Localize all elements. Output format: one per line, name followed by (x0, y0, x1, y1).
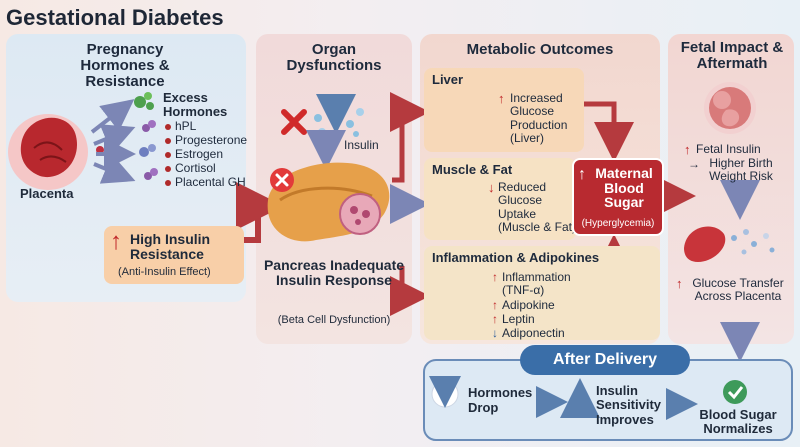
hormones-drop-text: Hormones Drop (468, 385, 533, 415)
insulin-molecules-icon (314, 108, 364, 137)
up-arrow-icon: ↑ (492, 270, 498, 284)
muscle-box (424, 158, 576, 240)
heading-metabolic: Metabolic Outcomes (466, 41, 614, 58)
resistance-title: High Insulin Resistance (130, 231, 211, 262)
check-icon (723, 380, 747, 404)
muscle-text: Reduced Glucose Uptake (Muscle & Fat) (498, 180, 577, 235)
hormone-progesterone: Progesterone (175, 133, 248, 147)
page-title: Gestational Diabetes (6, 5, 224, 30)
after-delivery-heading: After Delivery (552, 351, 658, 368)
pancreas-cross-icon (275, 173, 289, 187)
up-arrow-icon: ↑ (492, 298, 498, 312)
hormone-estrogen: Estrogen (175, 147, 224, 161)
normalizes-text: Blood Sugar Normalizes (699, 407, 777, 437)
maternal-sub: (Hyperglycemia) (581, 218, 655, 229)
resistance-sub: (Anti-Insulin Effect) (118, 266, 211, 278)
up-arrow-icon: ↑ (676, 276, 683, 291)
up-arrow-icon: ↑ (492, 312, 498, 326)
cross-icon (281, 109, 307, 135)
leptin-item: Leptin (502, 312, 535, 326)
hormone-placental-gh: Placental GH (175, 175, 246, 189)
maternal-box (572, 158, 664, 236)
transfer-text: Glucose Transfer Across Placenta (692, 276, 784, 304)
placenta-icon (8, 114, 88, 190)
placenta-transfer-icon (684, 226, 775, 262)
adiponectin-item: Adiponectin (502, 326, 565, 340)
birth-weight-text: Higher Birth Weight Risk (709, 156, 773, 184)
hormone-hpl: hPL (175, 119, 197, 133)
after-delivery-badge (520, 345, 690, 375)
bullet-icon (165, 138, 171, 144)
bullet-icon (165, 124, 171, 130)
insulin-sensitivity-text: Insulin Sensitivity Improves (596, 383, 662, 427)
inflammation-title: Inflammation & Adipokines (432, 250, 600, 265)
up-arrow-icon: ↑ (684, 142, 691, 157)
bullet-icon (165, 152, 171, 158)
heading-hormones: Pregnancy Hormones & Resistance (80, 41, 170, 90)
bullet-icon (165, 180, 171, 186)
right-arrow-icon: → (688, 157, 700, 171)
fetal-insulin-text: Fetal Insulin (696, 142, 761, 156)
heading-fetal: Fetal Impact & Aftermath (680, 39, 784, 72)
inflammation-item: Inflammation (TNF-α) (502, 270, 571, 298)
liver-title: Liver (432, 72, 464, 87)
up-arrow-icon: ↑ (110, 228, 122, 255)
resistance-box (104, 226, 244, 284)
liver-text: Increased Glucose Production (Liver) (510, 91, 568, 146)
fetus-icon (704, 82, 756, 134)
bullet-icon (165, 166, 171, 172)
muscle-title: Muscle & Fat (432, 162, 513, 177)
placenta-label: Placenta (20, 186, 74, 201)
up-arrow-icon: ↑ (578, 166, 586, 183)
insulin-label: Insulin (344, 138, 379, 152)
hormone-cortisol: Cortisol (175, 161, 216, 175)
down-arrow-icon: ↓ (488, 180, 495, 195)
inflammation-box (424, 246, 660, 340)
up-arrow-icon: ↑ (498, 91, 505, 106)
maternal-title: Maternal Blood Sugar (595, 165, 653, 211)
liver-box (424, 68, 584, 152)
pancreas-title: Pancreas Inadequate Insulin Response (263, 257, 405, 289)
excess-hormones-title: Excess Hormones (163, 90, 228, 119)
down-arrow-icon: ↓ (492, 326, 498, 340)
heading-organ: Organ Dysfunctions (286, 41, 382, 74)
adipokine-item: Adipokine (502, 298, 555, 312)
pancreas-sub: (Beta Cell Dysfunction) (277, 314, 391, 326)
